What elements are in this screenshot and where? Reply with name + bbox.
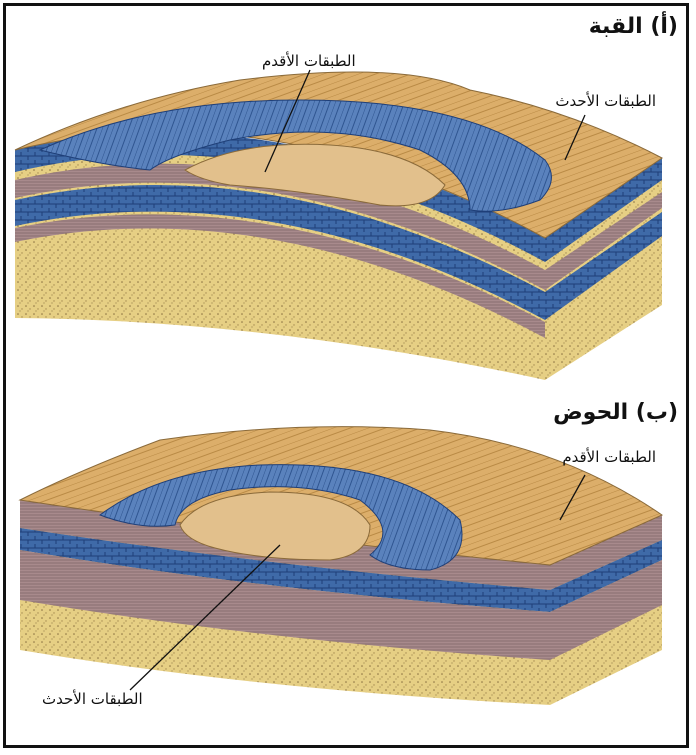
basin-younger-label: الطبقات الأحدث: [42, 690, 143, 708]
dome-older-label: الطبقات الأقدم: [262, 52, 356, 70]
basin-block: [20, 427, 662, 705]
basin-title: (ب) الحوض: [553, 400, 678, 425]
dome-younger-label: الطبقات الأحدث: [555, 92, 656, 110]
basin-older-label: الطبقات الأقدم: [562, 448, 656, 466]
dome-title: (أ) القبة: [589, 14, 678, 39]
dome-block: [15, 70, 662, 380]
